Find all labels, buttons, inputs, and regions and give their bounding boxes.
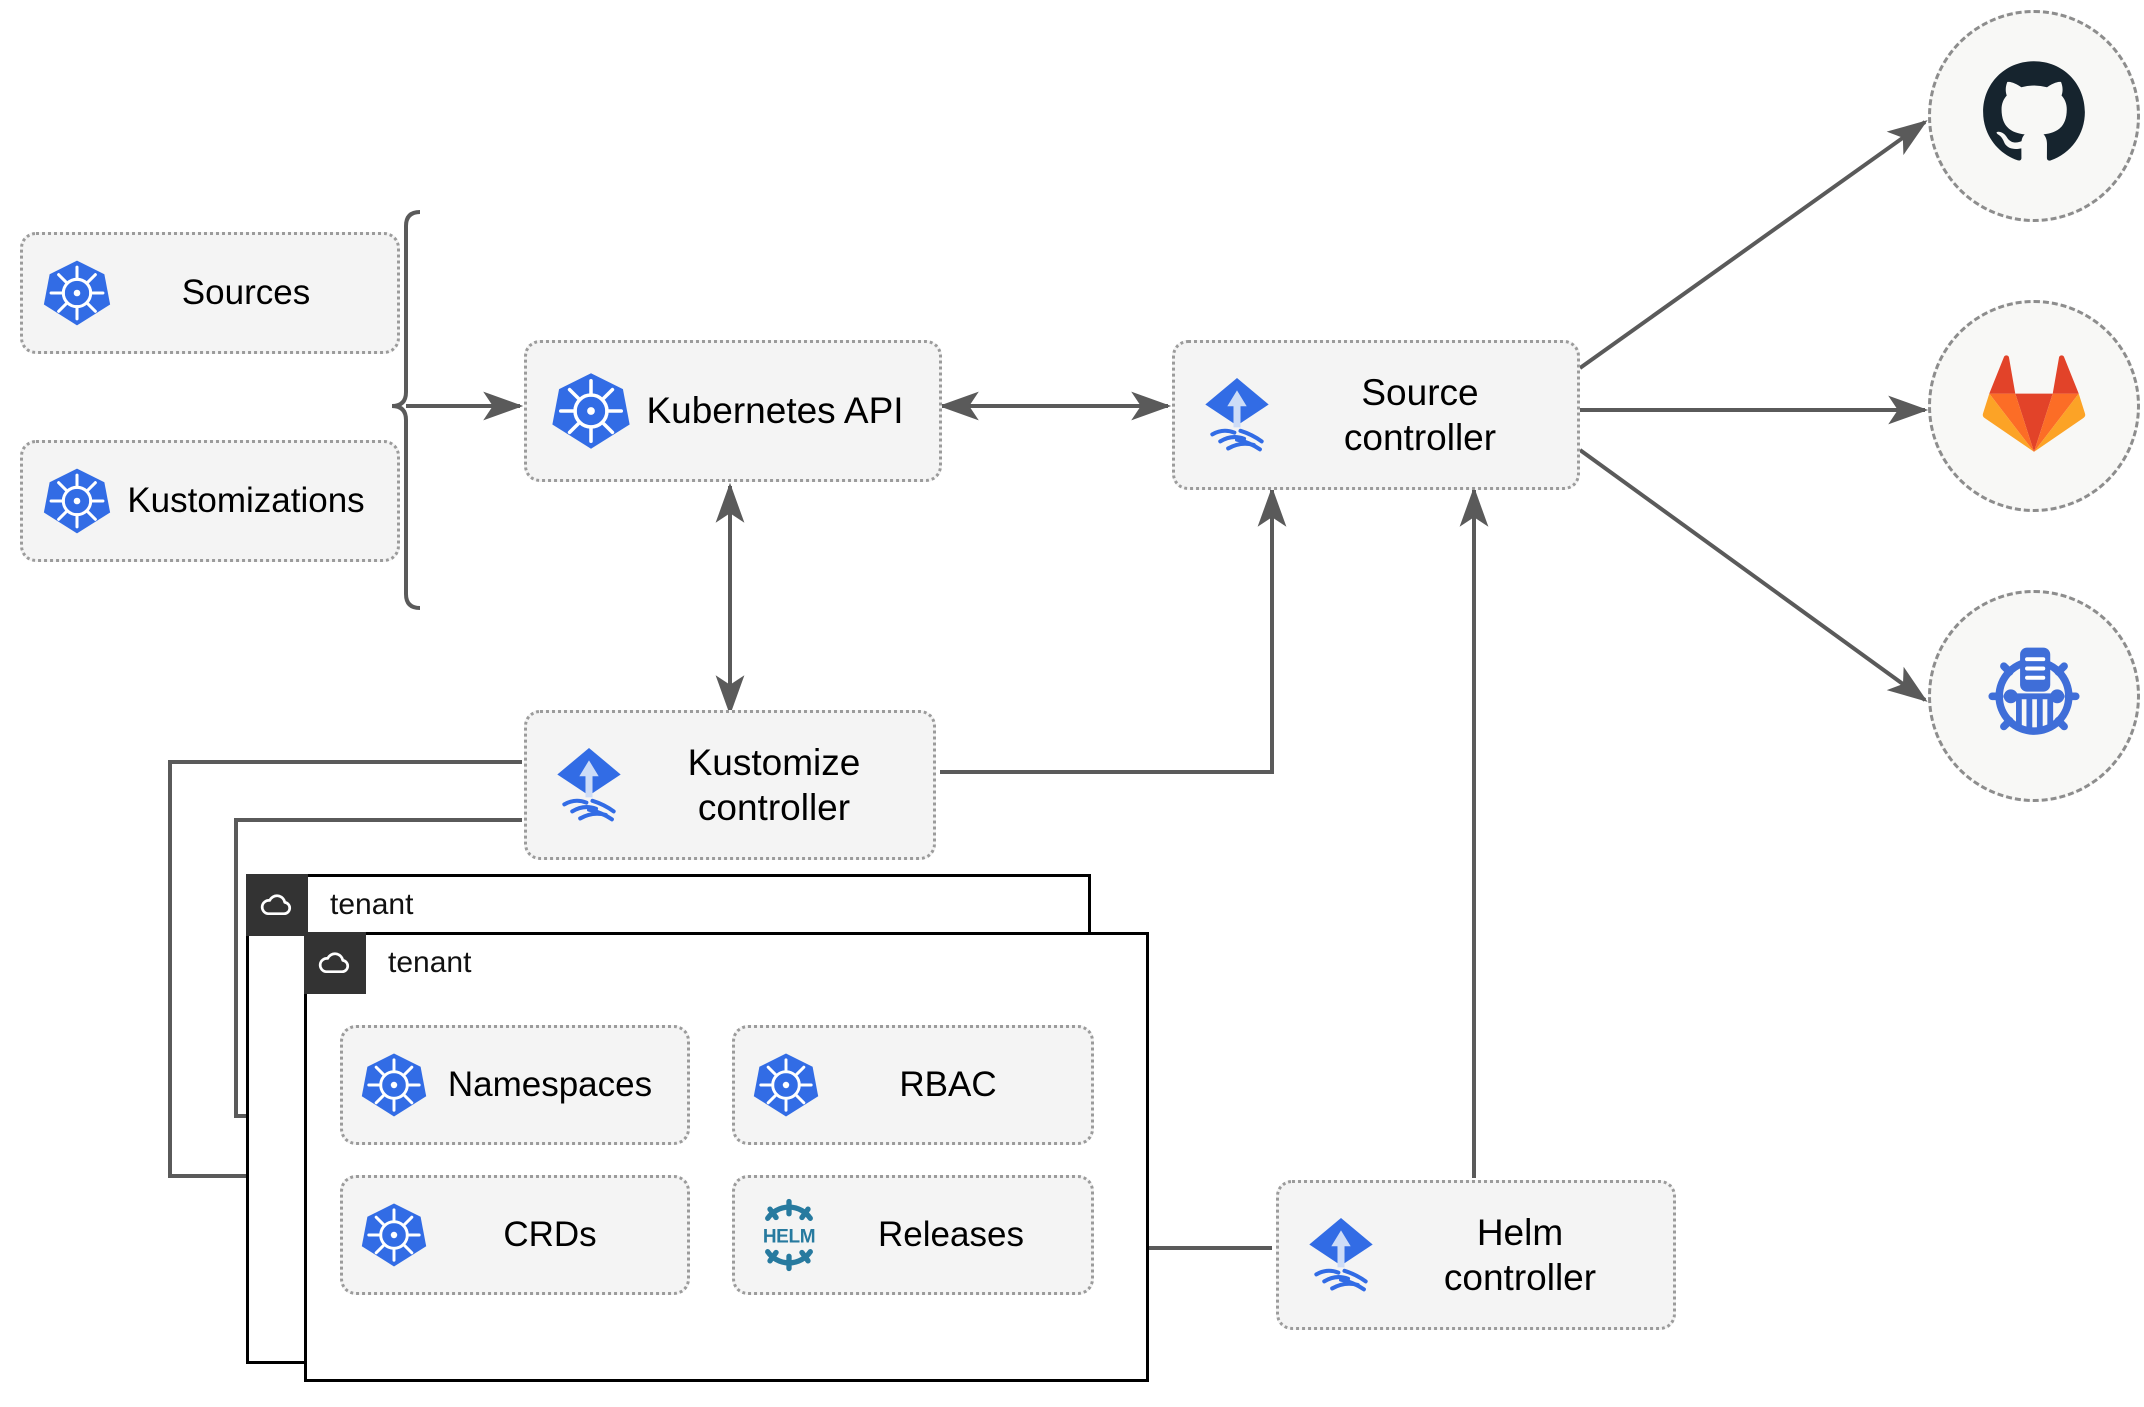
node-sources[interactable]: Sources (20, 232, 400, 354)
tenant-label-inner: tenant (388, 946, 472, 979)
node-label-namespaces: Namespaces (447, 1064, 653, 1104)
node-crds[interactable]: CRDs (340, 1175, 690, 1295)
node-kustomize-controller[interactable]: Kustomize controller (524, 710, 936, 860)
kubernetes-icon (549, 369, 633, 453)
tenant-container-inner[interactable]: tenant (304, 932, 1149, 1382)
node-source-controller[interactable]: Source controller (1172, 340, 1580, 490)
node-label-helm-controller: Helm controller (1443, 1211, 1597, 1298)
provider-github[interactable] (1928, 10, 2140, 222)
kubernetes-icon (359, 1050, 429, 1120)
node-label-kustomize-controller: Kustomize controller (687, 741, 861, 828)
svg-text:HELM: HELM (763, 1227, 815, 1248)
flux-icon (1297, 1211, 1385, 1299)
node-rbac[interactable]: RBAC (732, 1025, 1094, 1145)
provider-kustomize[interactable] (1928, 590, 2140, 802)
cloud-icon (246, 874, 308, 936)
node-label-releases: Releases (878, 1214, 1024, 1254)
helm-icon: HELM (751, 1197, 827, 1273)
kubernetes-icon (751, 1050, 821, 1120)
kubernetes-icon (41, 257, 113, 329)
kustomize-icon (1976, 636, 2092, 757)
node-label-crds: CRDs (503, 1214, 597, 1254)
kubernetes-icon (359, 1200, 429, 1270)
edge-source-controller-kustomize (1578, 448, 1928, 702)
kubernetes-icon (41, 465, 113, 537)
tenant-tab-outer: tenant (246, 874, 413, 936)
flux-icon (1193, 371, 1281, 459)
tenant-tab-inner: tenant (304, 932, 471, 994)
node-helm-controller[interactable]: Helm controller (1276, 1180, 1676, 1330)
flux-icon (545, 741, 633, 829)
node-kustomizations[interactable]: Kustomizations (20, 440, 400, 562)
node-releases[interactable]: HELM Releases (732, 1175, 1094, 1295)
node-kubernetes-api[interactable]: Kubernetes API (524, 340, 942, 482)
edge-source-controller-github (1578, 120, 1928, 370)
gitlab-icon (1982, 354, 2086, 459)
tenant-label-outer: tenant (330, 888, 414, 921)
provider-gitlab[interactable] (1928, 300, 2140, 512)
cloud-icon (304, 932, 366, 994)
github-icon (1979, 59, 2089, 174)
node-namespaces[interactable]: Namespaces (340, 1025, 690, 1145)
node-label-rbac: RBAC (899, 1064, 997, 1104)
node-label-source-controller: Source controller (1343, 371, 1497, 458)
node-label-sources: Sources (181, 272, 311, 312)
node-label-kustomizations: Kustomizations (127, 480, 365, 520)
node-label-kubernetes-api: Kubernetes API (646, 390, 904, 432)
edge-kustomize-controller-source-controller (940, 486, 1287, 774)
